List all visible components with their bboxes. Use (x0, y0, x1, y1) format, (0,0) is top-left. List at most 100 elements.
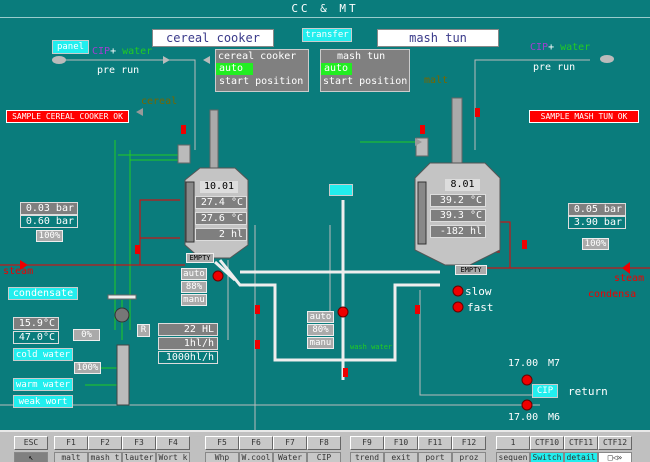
mt-empty-indicator: EMPTY (455, 265, 487, 275)
fkey-1[interactable]: 1 sequen (496, 436, 530, 462)
mt-temp2: 39.3 °C (430, 209, 486, 222)
fkey-key[interactable]: F12 (452, 436, 486, 450)
m6-value: 17.00 (508, 412, 539, 423)
cc-auto-button[interactable]: auto (181, 268, 207, 280)
fkey-label[interactable]: ↖ (14, 452, 48, 462)
flow-setpoint[interactable]: 1000hl/h (158, 351, 218, 364)
cereal-cooker-title: cereal cooker (152, 29, 274, 47)
sample-mt-alarm[interactable]: SAMPLE MASH TUN OK (529, 110, 639, 123)
cc-temp1: 27.4 °C (195, 196, 247, 209)
cip-button[interactable]: CIP (532, 384, 558, 398)
fkey-f10[interactable]: F10 exit (384, 436, 418, 462)
fkey-f9[interactable]: F9 trend (350, 436, 384, 462)
return-label: return (568, 385, 608, 398)
fkey-key[interactable]: F9 (350, 436, 384, 450)
condensate-button[interactable]: condensate (8, 287, 78, 300)
fkey-ctf12[interactable]: CTF12 □◁» (598, 436, 632, 462)
fkey-label[interactable]: W.cool (239, 452, 273, 462)
fkey-key[interactable]: F1 (54, 436, 88, 450)
m7-value: 17.00 (508, 358, 539, 369)
pre-run-label: pre run (97, 65, 140, 76)
fkey-key[interactable]: CTF12 (598, 436, 632, 450)
fkey-f3[interactable]: F3 lauter (122, 436, 156, 462)
fkey-key[interactable]: 1 (496, 436, 530, 450)
cc-status: start position (219, 76, 304, 87)
fkey-key[interactable]: F3 (122, 436, 156, 450)
cold-water-button[interactable]: cold water (13, 348, 73, 361)
plus-label: + (110, 46, 117, 57)
fkey-key[interactable]: F4 (156, 436, 190, 450)
fkey-key[interactable]: ESC (14, 436, 48, 450)
panel-button[interactable]: panel (52, 40, 89, 54)
mt-level: -182 hl (430, 225, 486, 238)
fkey-label[interactable]: trend (350, 452, 384, 462)
weak-wort-button[interactable]: weak wort (13, 395, 73, 408)
pre-run-label: pre run (533, 62, 576, 73)
warm-water-button[interactable]: warm water (13, 378, 73, 391)
m6-label: M6 (548, 412, 561, 423)
cc-control-panel: cereal cooker auto start position (215, 49, 309, 92)
cc-vessel-id: 10.01 (200, 181, 238, 193)
mt-panel-title: mash tun (337, 51, 386, 62)
fkey-label[interactable]: □◁» (598, 452, 632, 462)
cip-valve-icon[interactable] (52, 56, 66, 64)
fkey-key[interactable]: CTF11 (564, 436, 598, 450)
water-label: water (560, 42, 591, 53)
cc-manu-button[interactable]: manu (181, 294, 207, 306)
fkey-label[interactable]: malt (54, 452, 88, 462)
fkey-key[interactable]: F7 (273, 436, 307, 450)
mt-steam-valve-pct: 100% (582, 238, 609, 250)
fkey-key[interactable]: F6 (239, 436, 273, 450)
fkey-ctf11[interactable]: CTF11 detail (564, 436, 598, 462)
fkey-key[interactable]: F5 (205, 436, 239, 450)
mt-status: start position (323, 76, 408, 87)
mt-pressure2: 3.90 bar (568, 216, 626, 229)
center-auto-button[interactable]: auto (307, 311, 334, 323)
fkey-key[interactable]: F11 (418, 436, 452, 450)
fkey-key[interactable]: F10 (384, 436, 418, 450)
fkey-f12[interactable]: F12 proz (452, 436, 486, 462)
fkey-label[interactable]: lauter (122, 452, 156, 462)
fkey-esc[interactable]: ESC ↖ (14, 436, 48, 462)
transfer-button[interactable]: transfer (302, 28, 352, 42)
fkey-label[interactable]: sequen (496, 452, 530, 462)
cc-mode-button[interactable]: auto (216, 63, 253, 75)
cc-speed-pct: 88% (181, 281, 207, 293)
transfer-indicator (329, 184, 353, 196)
reset-button[interactable]: R (137, 324, 150, 337)
fkey-key[interactable]: F2 (88, 436, 122, 450)
fkey-label[interactable]: mash t (88, 452, 122, 462)
fkey-label[interactable]: proz (452, 452, 486, 462)
cip-label: CIP (92, 46, 111, 57)
center-manu-button[interactable]: manu (307, 337, 334, 349)
fkey-f1[interactable]: F1 malt (54, 436, 88, 462)
mt-mode-button[interactable]: auto (321, 63, 352, 75)
center-pct: 80% (307, 324, 334, 336)
fkey-label[interactable]: detail (564, 452, 598, 462)
fkey-label[interactable]: exit (384, 452, 418, 462)
cip-valve-icon[interactable] (600, 55, 614, 63)
fkey-key[interactable]: CTF10 (530, 436, 564, 450)
fkey-label[interactable]: Switch (530, 452, 564, 462)
mt-vessel-id: 8.01 (445, 179, 480, 191)
mt-control-panel: mash tun auto start position (320, 49, 410, 92)
sample-cc-alarm[interactable]: SAMPLE CEREAL COOKER OK (6, 110, 129, 123)
malt-label: malt (424, 75, 449, 86)
fkey-f11[interactable]: F11 port (418, 436, 452, 462)
fkey-label[interactable]: Wort k (156, 452, 190, 462)
fkey-label[interactable]: CIP (307, 452, 341, 462)
fkey-label[interactable]: Water (273, 452, 307, 462)
fkey-label[interactable]: port (418, 452, 452, 462)
cc-temp2: 27.6 °C (195, 212, 247, 225)
m7-label: M7 (548, 358, 561, 369)
fkey-f2[interactable]: F2 mash t (88, 436, 122, 462)
fkey-key[interactable]: F8 (307, 436, 341, 450)
water-label: water (122, 46, 153, 57)
fkey-label[interactable]: Whp (205, 452, 239, 462)
